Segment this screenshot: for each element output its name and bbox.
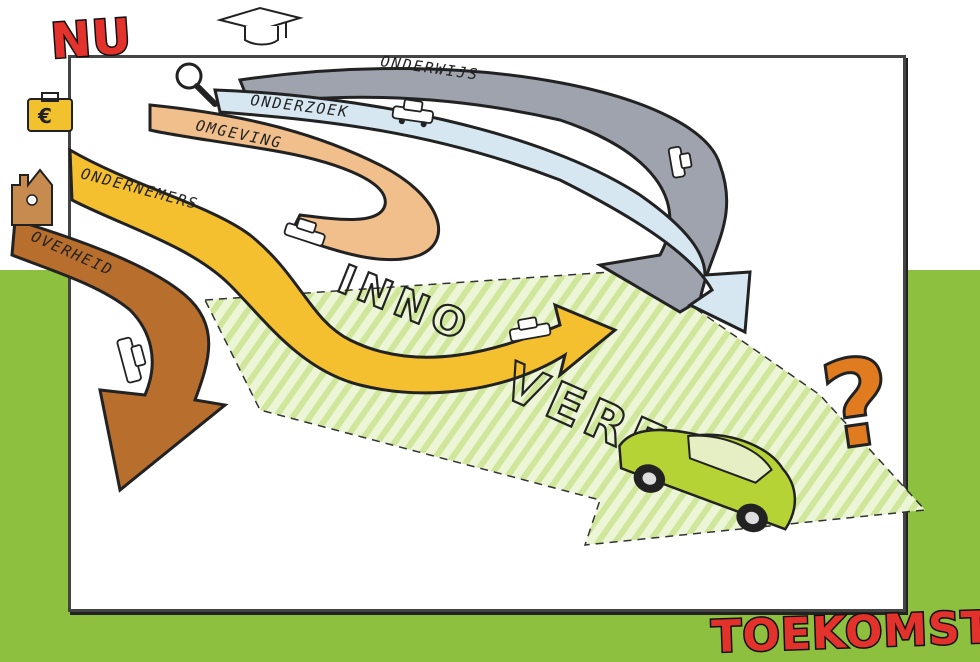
- graduation-cap-icon: [220, 8, 300, 45]
- town-hall-icon: [12, 170, 52, 225]
- magnifier-icon: [177, 64, 215, 104]
- euro-label: €: [37, 104, 52, 128]
- euro-briefcase-icon: €: [28, 93, 72, 131]
- start-title: NU: [49, 8, 134, 70]
- road-onderwijs: ONDERWIJS: [240, 52, 727, 312]
- small-car-icon: [117, 335, 150, 383]
- road-overheid: OVERHEID: [12, 220, 225, 490]
- end-title: TOEKOMST: [711, 602, 980, 662]
